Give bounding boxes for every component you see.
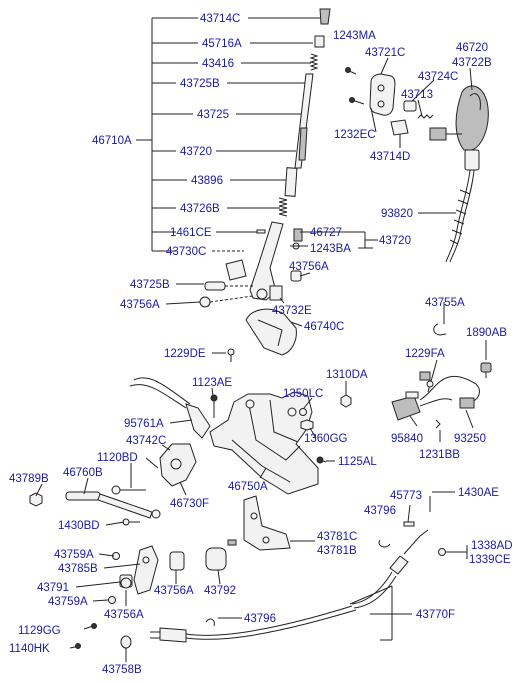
label-95840: 95840 [391, 433, 423, 445]
cover-46740c [227, 308, 297, 362]
label-1232ec: 1232EC [334, 129, 376, 141]
leader-lines-mid [35, 302, 487, 526]
shift-lock-harness [391, 323, 492, 429]
label-1243ma: 1243MA [333, 30, 376, 42]
label-1310da: 1310DA [326, 369, 368, 381]
label-1430bd: 1430BD [58, 520, 100, 532]
label-43732e: 43732E [272, 305, 312, 317]
lever-parts-left [29, 377, 211, 526]
label-43720-left: 43720 [180, 146, 212, 158]
label-1229de: 1229DE [164, 348, 206, 360]
label-46750a: 46750A [228, 481, 268, 493]
label-43758b: 43758B [102, 664, 142, 676]
shift-base-46750a [209, 391, 352, 495]
label-45773: 45773 [390, 490, 422, 502]
label-46740c: 46740C [304, 321, 344, 333]
label-43755a: 43755A [425, 297, 465, 309]
label-45716a: 45716A [202, 38, 242, 50]
label-43724c: 43724C [418, 71, 458, 83]
label-1229fa: 1229FA [405, 348, 445, 360]
label-43742c: 43742C [126, 435, 166, 447]
label-43759a-1: 43759A [54, 549, 94, 561]
bracket-43781 [243, 491, 468, 559]
label-43722b: 43722B [452, 57, 492, 69]
label-43791: 43791 [37, 582, 69, 594]
label-1140hk: 1140HK [9, 643, 50, 655]
label-43781b: 43781B [317, 545, 357, 557]
label-43756a-2: 43756A [120, 299, 160, 311]
label-46730f: 46730F [170, 498, 209, 510]
label-1231bb: 1231BB [419, 449, 460, 461]
label-43781c: 43781C [317, 531, 357, 543]
bracket-46710a [136, 17, 198, 252]
label-43756a-4: 43756A [104, 609, 144, 621]
label-43896: 43896 [191, 175, 223, 187]
label-93250: 93250 [454, 433, 486, 445]
label-46760b: 46760B [63, 467, 103, 479]
label-43759a-2: 43759A [48, 596, 88, 608]
label-43770f: 43770F [416, 609, 455, 621]
label-43720-right: 43720 [379, 235, 411, 247]
label-43756a-1: 43756A [289, 261, 329, 273]
label-1339ce: 1339CE [469, 554, 511, 566]
label-43796-2: 43796 [244, 613, 276, 625]
part-labels: 43714C 45716A 43416 43725B 43725 46710A … [9, 13, 513, 676]
shift-knob-assembly [345, 67, 489, 263]
label-46727: 46727 [310, 227, 342, 239]
label-1890ab: 1890AB [466, 327, 507, 339]
label-93820: 93820 [381, 208, 413, 220]
label-43756a-3: 43756A [154, 585, 194, 597]
shift-lever-assembly [199, 8, 331, 308]
label-1430ae: 1430AE [458, 487, 499, 499]
label-43714d: 43714D [370, 151, 410, 163]
lower-linkage [108, 539, 237, 604]
label-1125al: 1125AL [338, 456, 377, 468]
label-1338ad: 1338AD [471, 540, 513, 552]
label-43725b-top: 43725B [180, 78, 220, 90]
label-43725b-low: 43725B [130, 279, 170, 291]
label-43726b: 43726B [180, 203, 220, 215]
label-1123ae: 1123AE [192, 377, 232, 389]
label-1360gg: 1360GG [304, 433, 348, 445]
leader-lines-right [165, 57, 473, 354]
label-46710a: 46710A [92, 135, 132, 147]
leader-lines-left [212, 17, 320, 252]
label-1461ce: 1461CE [170, 227, 212, 239]
label-43714c: 43714C [200, 13, 240, 25]
label-1120bd: 1120BD [97, 452, 138, 464]
label-43730c: 43730C [166, 246, 206, 258]
label-1243ba: 1243BA [310, 243, 351, 255]
leader-lines-lower [75, 553, 221, 606]
label-46720: 46720 [456, 42, 488, 54]
label-43796-1: 43796 [364, 505, 396, 517]
shift-cable-43770f [69, 529, 429, 662]
label-43785b: 43785B [58, 563, 98, 575]
label-43713: 43713 [401, 89, 433, 101]
label-43416: 43416 [202, 58, 234, 70]
label-95761a: 95761A [124, 418, 164, 430]
label-1350lc: 1350LC [283, 388, 323, 400]
label-43789b: 43789B [9, 473, 49, 485]
label-43721c: 43721C [365, 47, 405, 59]
label-43792: 43792 [204, 585, 236, 597]
label-1129gg: 1129GG [18, 625, 61, 637]
label-43725: 43725 [197, 109, 229, 121]
